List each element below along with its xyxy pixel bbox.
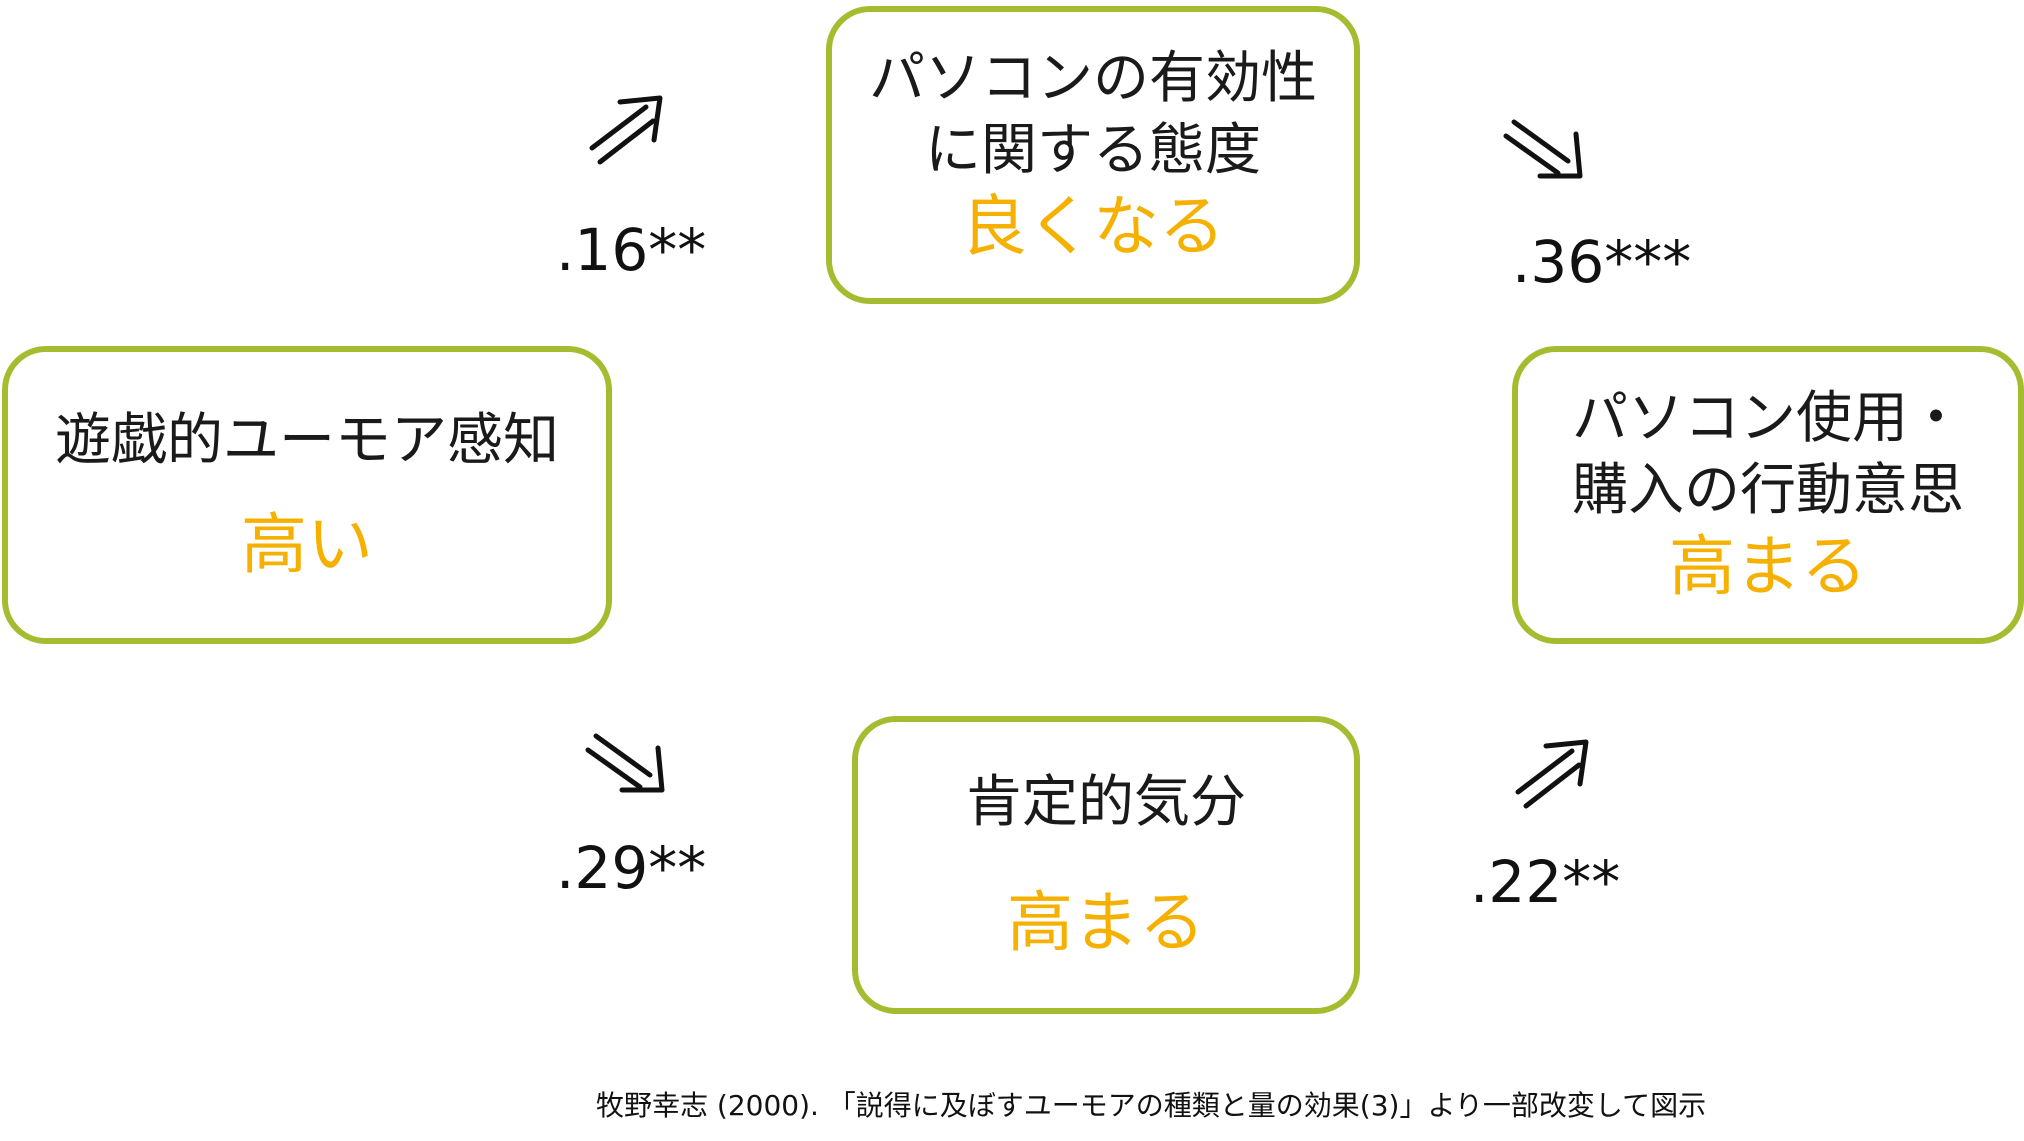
node-playful-humor-perception: 遊戯的ユーモア感知 高い <box>2 346 612 644</box>
node-state: 高まる <box>1007 884 1205 961</box>
node-attitude-pc-effectiveness: パソコンの有効性 に関する態度 良くなる <box>826 6 1360 304</box>
path-coefficient-left-to-top: .16** <box>556 216 707 284</box>
node-behavior-intention: パソコン使用・ 購入の行動意思 高まる <box>1512 346 2024 644</box>
path-coefficient-left-to-bottom: .29** <box>556 834 707 902</box>
source-caption: 牧野幸志 (2000). 「説得に及ぼすユーモアの種類と量の効果(3)」より一部… <box>596 1089 1707 1122</box>
double-arrow-down-right-icon <box>585 733 665 793</box>
node-label-line: 遊戯的ユーモア感知 <box>55 408 559 473</box>
double-arrow-up-right-icon <box>1515 739 1589 809</box>
node-state: 良くなる <box>961 188 1225 265</box>
double-arrow-up-right-icon <box>589 95 663 165</box>
node-label-line: パソコン使用・ <box>1572 386 1964 451</box>
path-coefficient-top-to-right: .36*** <box>1512 228 1692 296</box>
node-state: 高い <box>241 506 373 583</box>
node-state: 高まる <box>1669 528 1867 605</box>
node-label-line: 肯定的気分 <box>966 770 1246 835</box>
node-label-line: に関する態度 <box>925 118 1261 183</box>
node-label-line: 購入の行動意思 <box>1572 458 1964 523</box>
node-positive-mood: 肯定的気分 高まる <box>852 716 1360 1014</box>
path-coefficient-bottom-to-right: .22** <box>1470 848 1621 916</box>
node-label-line: パソコンの有効性 <box>869 46 1317 111</box>
double-arrow-down-right-icon <box>1503 119 1583 179</box>
